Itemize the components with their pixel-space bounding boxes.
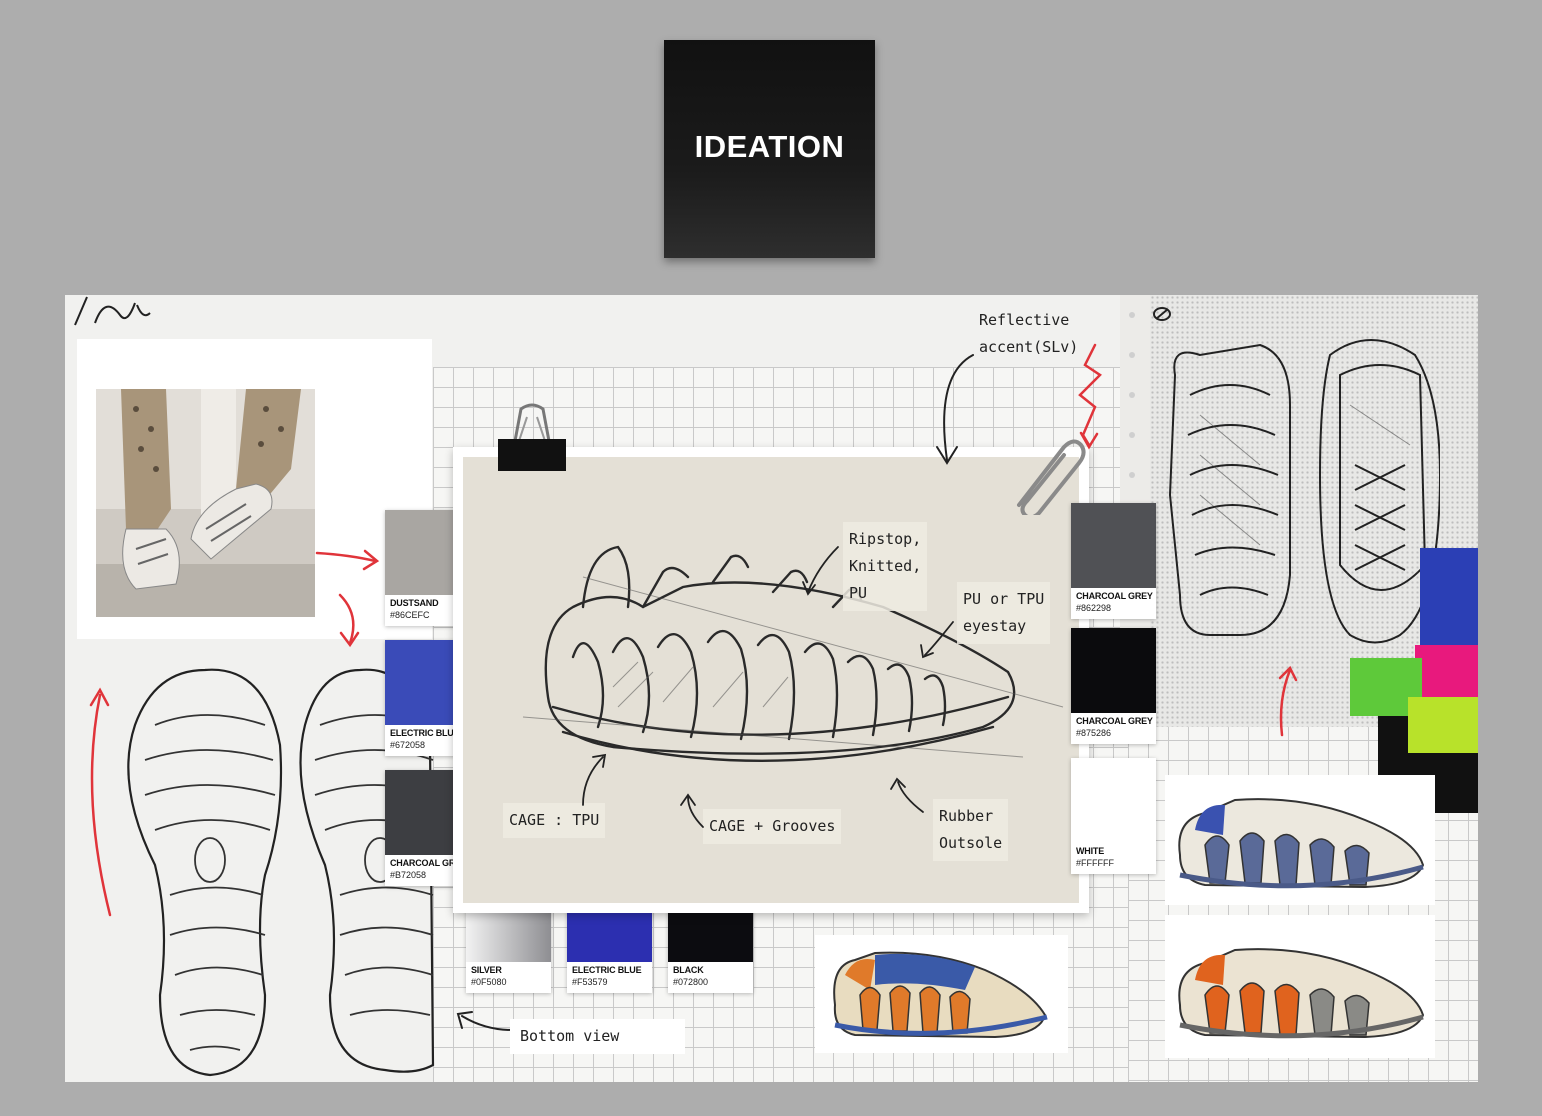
note-ripstop: Ripstop, Knitted, PU (843, 522, 928, 611)
color-render-orange (1165, 915, 1435, 1058)
swatch-name: SILVER (471, 965, 502, 975)
swatch-name: DUSTSAND (390, 598, 439, 608)
binder-clip (498, 403, 566, 471)
swatch-hex: #FFFFFF (1076, 858, 1114, 868)
scribble-mark (74, 296, 151, 326)
swatch-chip (1071, 758, 1156, 843)
swatch-hex: #86CEFC (390, 610, 430, 620)
color-render-small (815, 935, 1068, 1053)
note-bottom-view: Bottom view (510, 1019, 685, 1054)
red-arrows-left (89, 549, 380, 917)
note-cage-grooves: CAGE + Grooves (703, 809, 842, 844)
moodboard: DUSTSAND #86CEFC ELECTRIC BLUE #672058 C… (65, 295, 1478, 1082)
logo-mark (1153, 307, 1171, 321)
photo-frame (77, 339, 432, 639)
swatch-name: ELECTRIC BLUE (390, 728, 460, 738)
swatch-hex: #072800 (673, 977, 709, 987)
reflective-arrows (936, 343, 1102, 465)
main-sketch-card: Ripstop, Knitted, PU PU or TPU eyestay C… (453, 447, 1089, 913)
note-rubber-outsole: Rubber Outsole (933, 799, 1009, 861)
swatch-charcoal-grey-3: CHARCOAL GREY #875286 (1071, 628, 1156, 744)
swatch-charcoal-grey: CHARCOAL GREY #B72058 (385, 770, 470, 886)
swatch-hex: #0F5080 (471, 977, 507, 987)
paperclip (1017, 439, 1086, 515)
swatch-name: BLACK (673, 965, 704, 975)
note-cage-tpu: CAGE : TPU (503, 803, 606, 838)
sketch-paper: Ripstop, Knitted, PU PU or TPU eyestay C… (463, 457, 1079, 903)
swatch-name: ELECTRIC BLUE (572, 965, 642, 975)
red-arrow-topview (1278, 665, 1298, 737)
note-reflective-accent: Reflective accent(SLv) (979, 311, 1079, 356)
swatch-hex: #672058 (390, 740, 426, 750)
bottom-view-sketch (127, 668, 435, 1077)
swatch-name: CHARCOAL GREY (390, 858, 467, 868)
swatch-name: WHITE (1076, 846, 1104, 856)
reference-photo (96, 389, 315, 617)
swatch-chip (1071, 503, 1156, 588)
pointer-arrows (582, 546, 954, 828)
bottom-view-arrow (456, 1011, 513, 1031)
swatch-name: CHARCOAL GREY (1076, 591, 1153, 601)
swatch-white: WHITE #FFFFFF (1071, 758, 1156, 874)
swatch-hex: #B72058 (390, 870, 427, 880)
swatch-name: CHARCOAL GREY (1076, 716, 1153, 726)
swatch-charcoal-grey-2: CHARCOAL GREY #862298 (1071, 503, 1156, 619)
swatch-chip (1071, 628, 1156, 713)
side-view-sketch (522, 545, 1064, 762)
note-eyestay: PU or TPU eyestay (957, 582, 1051, 644)
swatch-hex: #875286 (1076, 728, 1112, 738)
title-tile: IDEATION (664, 40, 875, 258)
page-title: IDEATION (694, 129, 845, 164)
swatch-hex: #862298 (1076, 603, 1112, 613)
color-render-blue (1165, 775, 1435, 905)
swatch-hex: #F53579 (572, 977, 608, 987)
